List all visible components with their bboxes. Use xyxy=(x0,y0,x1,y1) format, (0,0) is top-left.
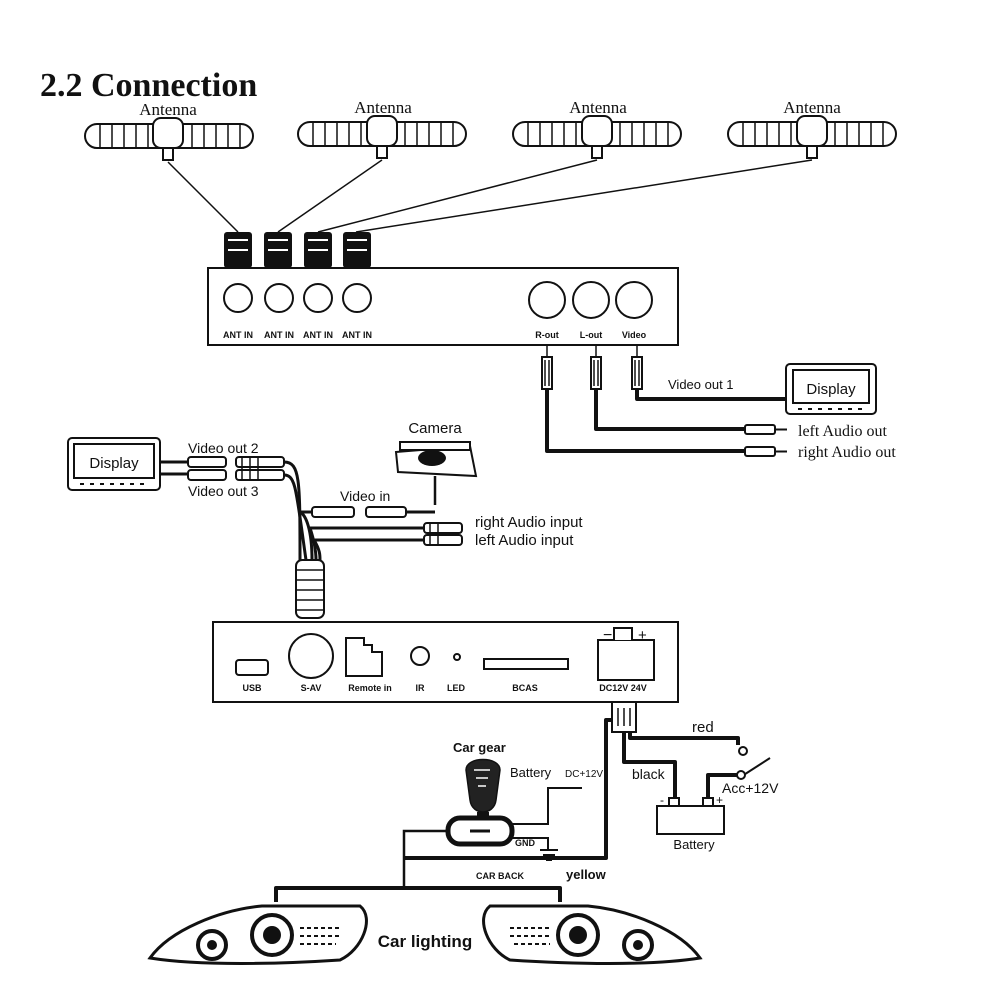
antenna-3: Antenna xyxy=(512,98,682,159)
gnd-label: GND xyxy=(515,838,536,848)
left-audio-out-label: left Audio out xyxy=(798,423,887,440)
bcas-label: BCAS xyxy=(512,683,538,693)
black-label: black xyxy=(632,766,666,782)
dc12v-label: DC+12V xyxy=(565,769,603,780)
page-title: 2.2 Connection xyxy=(40,67,257,104)
car-light-left xyxy=(147,904,368,965)
right-audio-out-label: right Audio out xyxy=(798,444,896,461)
car-gear: Car gear Battery DC+12V GND CAR BACK xyxy=(402,740,603,888)
video-out-1-cable xyxy=(635,389,788,401)
video-label: Video xyxy=(622,330,647,340)
led-label: LED xyxy=(447,683,466,693)
antenna-2: Antenna xyxy=(297,98,467,159)
red-label: red xyxy=(692,719,714,736)
r-out-label: R-out xyxy=(535,330,559,340)
ant-connectors xyxy=(224,232,371,268)
batt-minus: - xyxy=(660,793,664,807)
left-audio-input-label: left Audio input xyxy=(475,532,574,549)
red-wire xyxy=(628,732,740,745)
ant-in-label: ANT IN xyxy=(342,330,372,340)
main-box: − + USB S-AV Remote in IR LED BCAS DC12V… xyxy=(212,621,679,703)
antenna-4: Antenna xyxy=(727,98,897,159)
remote-in-label: Remote in xyxy=(348,683,392,693)
acc-label: Acc+12V xyxy=(722,780,779,796)
video-out-1-label: Video out 1 xyxy=(668,377,734,392)
ant-in-label: ANT IN xyxy=(223,330,253,340)
ir-label: IR xyxy=(416,683,426,693)
dc-minus: − xyxy=(603,627,612,644)
video-in-label: Video in xyxy=(340,488,390,504)
display-label: Display xyxy=(806,381,856,398)
right-audio-cable xyxy=(545,389,745,453)
video-out-2-label: Video out 2 xyxy=(188,440,259,456)
power-connector xyxy=(611,701,637,733)
camera: Camera xyxy=(394,420,478,505)
car-lighting-label: Car lighting xyxy=(378,932,472,951)
acc-switch-bottom xyxy=(736,770,746,780)
camera-label: Camera xyxy=(408,420,462,437)
video-2-3-plugs xyxy=(160,456,285,481)
car-light-right xyxy=(482,904,703,965)
right-audio-input-label: right Audio input xyxy=(475,514,583,531)
antenna-label: Antenna xyxy=(569,98,627,117)
ant-in-label: ANT IN xyxy=(264,330,294,340)
antenna-1: Antenna xyxy=(84,100,254,161)
antenna-label: Antenna xyxy=(139,100,197,119)
cable-bundle xyxy=(283,460,325,619)
car-gear-label: Car gear xyxy=(453,740,506,755)
audio-out-jacks xyxy=(744,424,787,457)
display-left: Display xyxy=(67,437,161,491)
black-wire xyxy=(622,732,677,798)
lighting-wire xyxy=(274,886,562,902)
acc-switch-top xyxy=(738,746,748,756)
car-back-label: CAR BACK xyxy=(476,871,524,881)
battery-label: Battery xyxy=(673,837,715,852)
batt-plus: + xyxy=(716,793,723,807)
yellow-wire xyxy=(404,718,612,860)
antenna-cables xyxy=(167,159,813,233)
antenna-label: Antenna xyxy=(354,98,412,117)
display-label: Display xyxy=(89,455,139,472)
dc-label: DC12V 24V xyxy=(599,683,647,693)
battery: - + Battery xyxy=(656,793,725,852)
l-out-label: L-out xyxy=(580,330,603,340)
acc-wire xyxy=(706,773,737,798)
tuner-box: ANT IN ANT IN ANT IN ANT IN R-out L-out … xyxy=(207,267,679,346)
ant-in-label: ANT IN xyxy=(303,330,333,340)
sav-label: S-AV xyxy=(301,683,322,693)
gear-battery-label: Battery xyxy=(510,765,552,780)
rca-plugs-tuner xyxy=(541,345,643,390)
antenna-label: Antenna xyxy=(783,98,841,117)
usb-label: USB xyxy=(242,683,262,693)
video-in-plugs xyxy=(300,506,435,518)
audio-input-plugs xyxy=(310,522,463,546)
left-audio-cable xyxy=(594,389,745,431)
yellow-label: yellow xyxy=(566,867,607,882)
video-out-3-label: Video out 3 xyxy=(188,483,259,499)
display-right: Display xyxy=(785,363,877,415)
dc-plus: + xyxy=(638,627,647,644)
